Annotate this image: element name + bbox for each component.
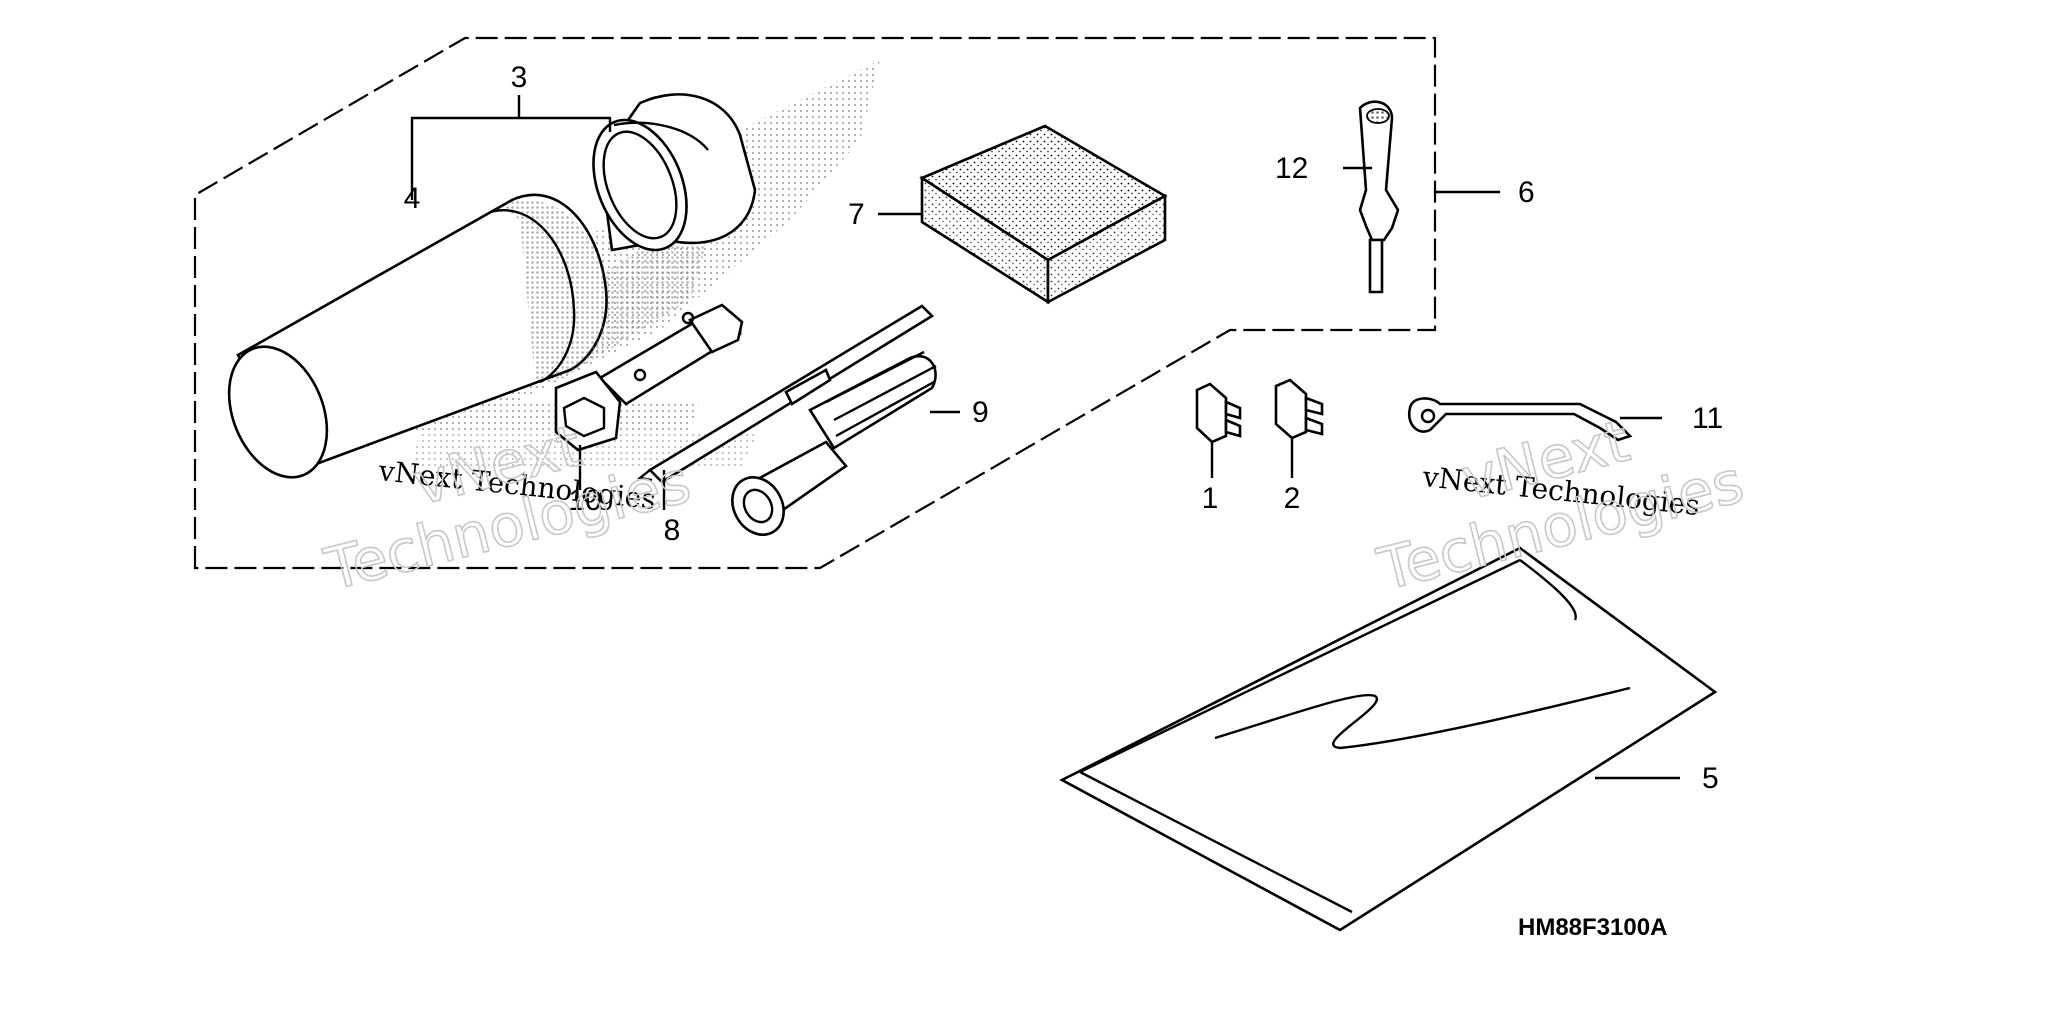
tool-bag [227,193,608,479]
diagram-code: HM88F3100A [1518,914,1667,941]
callout-11: 11 [1692,402,1723,435]
callout-1: 1 [1202,482,1219,515]
screwdriver-bit [637,304,935,484]
document-envelope [1059,546,1718,932]
callout-2: 2 [1284,482,1301,515]
box-spanner [554,303,744,452]
leader-lines [410,95,1680,780]
fuse-part-2 [1274,378,1324,440]
callout-10: 10 [568,484,601,517]
callout-7: 7 [848,198,865,231]
screwdriver-grip [731,350,937,536]
callout-8: 8 [664,514,681,547]
callout-6: 6 [1518,176,1535,209]
callout-numbers: 1 2 3 4 5 6 7 8 9 10 11 12 [404,61,1724,795]
bracket-part-11 [1407,397,1633,442]
sponge-block [919,124,1168,305]
callout-4: 4 [404,182,421,215]
tool-kit-boundary [193,36,1437,570]
screwdriver-handle [1358,100,1400,294]
callout-12: 12 [1275,152,1308,185]
fuse-part-1 [1195,382,1242,444]
callout-5: 5 [1702,762,1719,795]
callout-3: 3 [511,61,528,94]
tool-bag-band [592,93,757,252]
callout-9: 9 [972,396,989,429]
